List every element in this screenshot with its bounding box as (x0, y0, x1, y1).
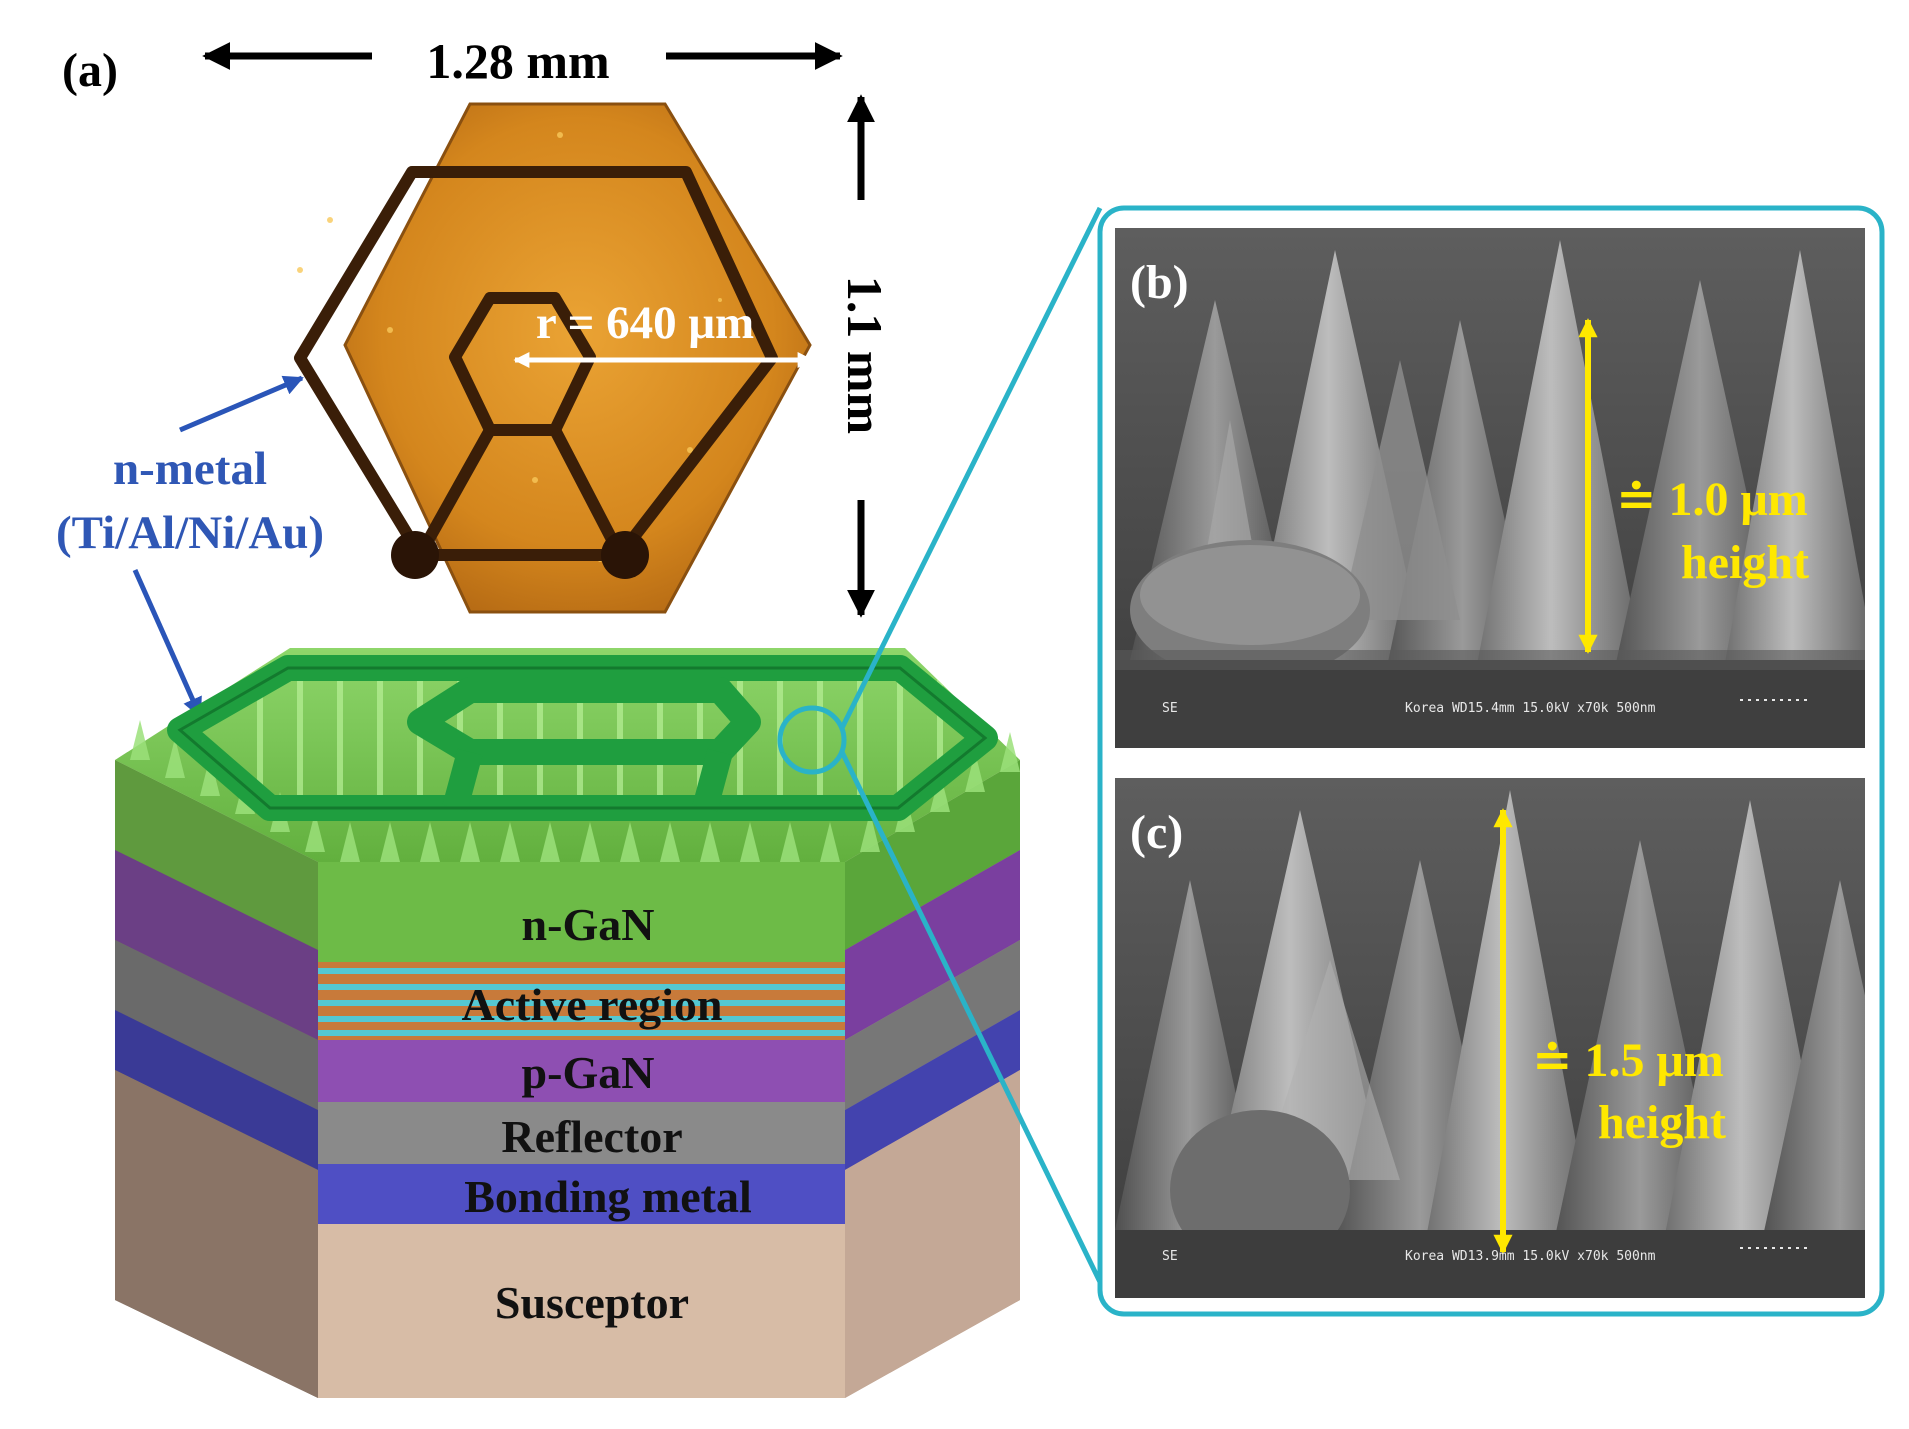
panel-c-label: (c) (1130, 806, 1183, 859)
radius-label: r = 640 μm (536, 297, 754, 349)
label-susceptor: Susceptor (495, 1277, 689, 1328)
label-reflector: Reflector (501, 1111, 682, 1162)
panel-b-label: (b) (1130, 256, 1189, 309)
layer-reflector (318, 1102, 845, 1164)
layer-p-gan (318, 1040, 845, 1102)
layer-susceptor (318, 1224, 845, 1398)
nmetal-label-line2: (Ti/Al/Ni/Au) (56, 507, 324, 559)
panel-c-sem-info: Korea WD13.9mm 15.0kV x70k 500nm (1405, 1249, 1656, 1264)
chip-pad-left (391, 531, 439, 579)
label-p-gan: p-GaN (522, 1047, 655, 1098)
zoom-line-top (839, 206, 1103, 730)
zoom-circle (777, 705, 847, 775)
width-label: 1.28 mm (426, 33, 609, 89)
panel-c-height-word: height (1598, 1096, 1726, 1149)
layer-n-gan (318, 862, 845, 962)
nmetal-arrow-to-device (132, 568, 203, 718)
panel-c-sem-mode: SE (1162, 1249, 1178, 1264)
panel-b-sem-info: Korea WD15.4mm 15.0kV x70k 500nm (1405, 701, 1656, 716)
label-bonding-metal: Bonding metal (464, 1171, 752, 1222)
panel-b-height-word: height (1681, 536, 1809, 589)
layer-active-region (318, 962, 845, 1040)
panel-a-label: (a) (62, 44, 118, 97)
height-label: 1.1 mm (837, 276, 893, 434)
label-n-gan: n-GaN (522, 899, 655, 950)
panel-a: (a) 1.28 mm 1.1 mm r = 640 μm n-met (56, 33, 893, 718)
panel-c-sem-image: (c) ≐ 1.5 μm height SE Korea WD13.9mm 15… (1115, 778, 1865, 1298)
layer-bonding-metal (318, 1164, 845, 1224)
panel-b-sem-image: (b) ≐ 1.0 μm height SE Korea WD15.4mm 15… (1115, 228, 1865, 748)
zoom-line-bottom (839, 750, 1103, 1284)
label-active-region: Active region (461, 979, 722, 1030)
led-device-stack: n-GaN Active region p-GaN Reflector Bond… (115, 648, 1020, 1398)
panel-b-height-value: ≐ 1.0 μm (1616, 473, 1807, 526)
nmetal-arrow-to-chip (179, 375, 304, 433)
panel-c-height-value: ≐ 1.5 μm (1532, 1034, 1723, 1087)
chip-electrode-pattern (294, 166, 778, 561)
chip-pad-right (601, 531, 649, 579)
nmetal-label-line1: n-metal (113, 443, 267, 495)
panel-b-sem-mode: SE (1162, 701, 1178, 716)
